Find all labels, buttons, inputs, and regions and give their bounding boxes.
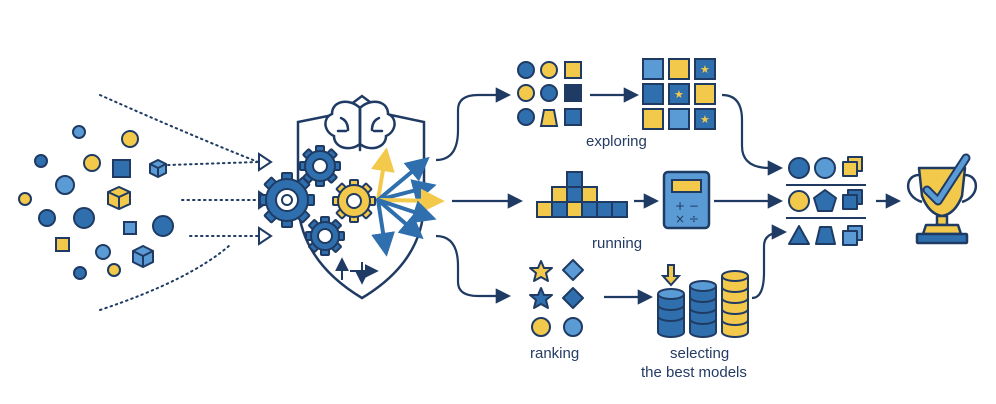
exploring-label: exploring: [586, 133, 647, 150]
star-grid-icon: ★ ★ ★: [642, 58, 716, 130]
stacked-blocks-icon: [536, 171, 628, 218]
running-label: running: [592, 235, 642, 252]
sorted-results-icon: [786, 156, 866, 246]
coin-stacks-icon: [657, 264, 749, 338]
ranking-label: ranking: [530, 345, 579, 362]
scattered-shapes-icon: [18, 125, 174, 280]
gears-icon: [259, 145, 376, 256]
selecting-label-line2: the best models: [641, 364, 747, 381]
svg-text:★: ★: [674, 88, 684, 101]
svg-text:★: ★: [700, 113, 710, 126]
svg-text:× ÷: × ÷: [675, 212, 699, 226]
brain-icon: [324, 100, 396, 152]
trophy-icon: [906, 153, 978, 245]
dotted-arrows-icon: [99, 94, 259, 311]
selecting-label-line1: selecting: [670, 345, 729, 362]
svg-text:+ −: + −: [675, 199, 699, 213]
calculator-icon: + − × ÷: [662, 170, 711, 230]
svg-text:★: ★: [700, 63, 710, 76]
branch-connectors: [435, 87, 902, 305]
branching-arrows-icon: [371, 147, 445, 257]
ranked-shapes-icon: [529, 259, 584, 337]
shape-grid-icon: [517, 61, 582, 127]
shield-arrows-icon: [335, 257, 379, 285]
